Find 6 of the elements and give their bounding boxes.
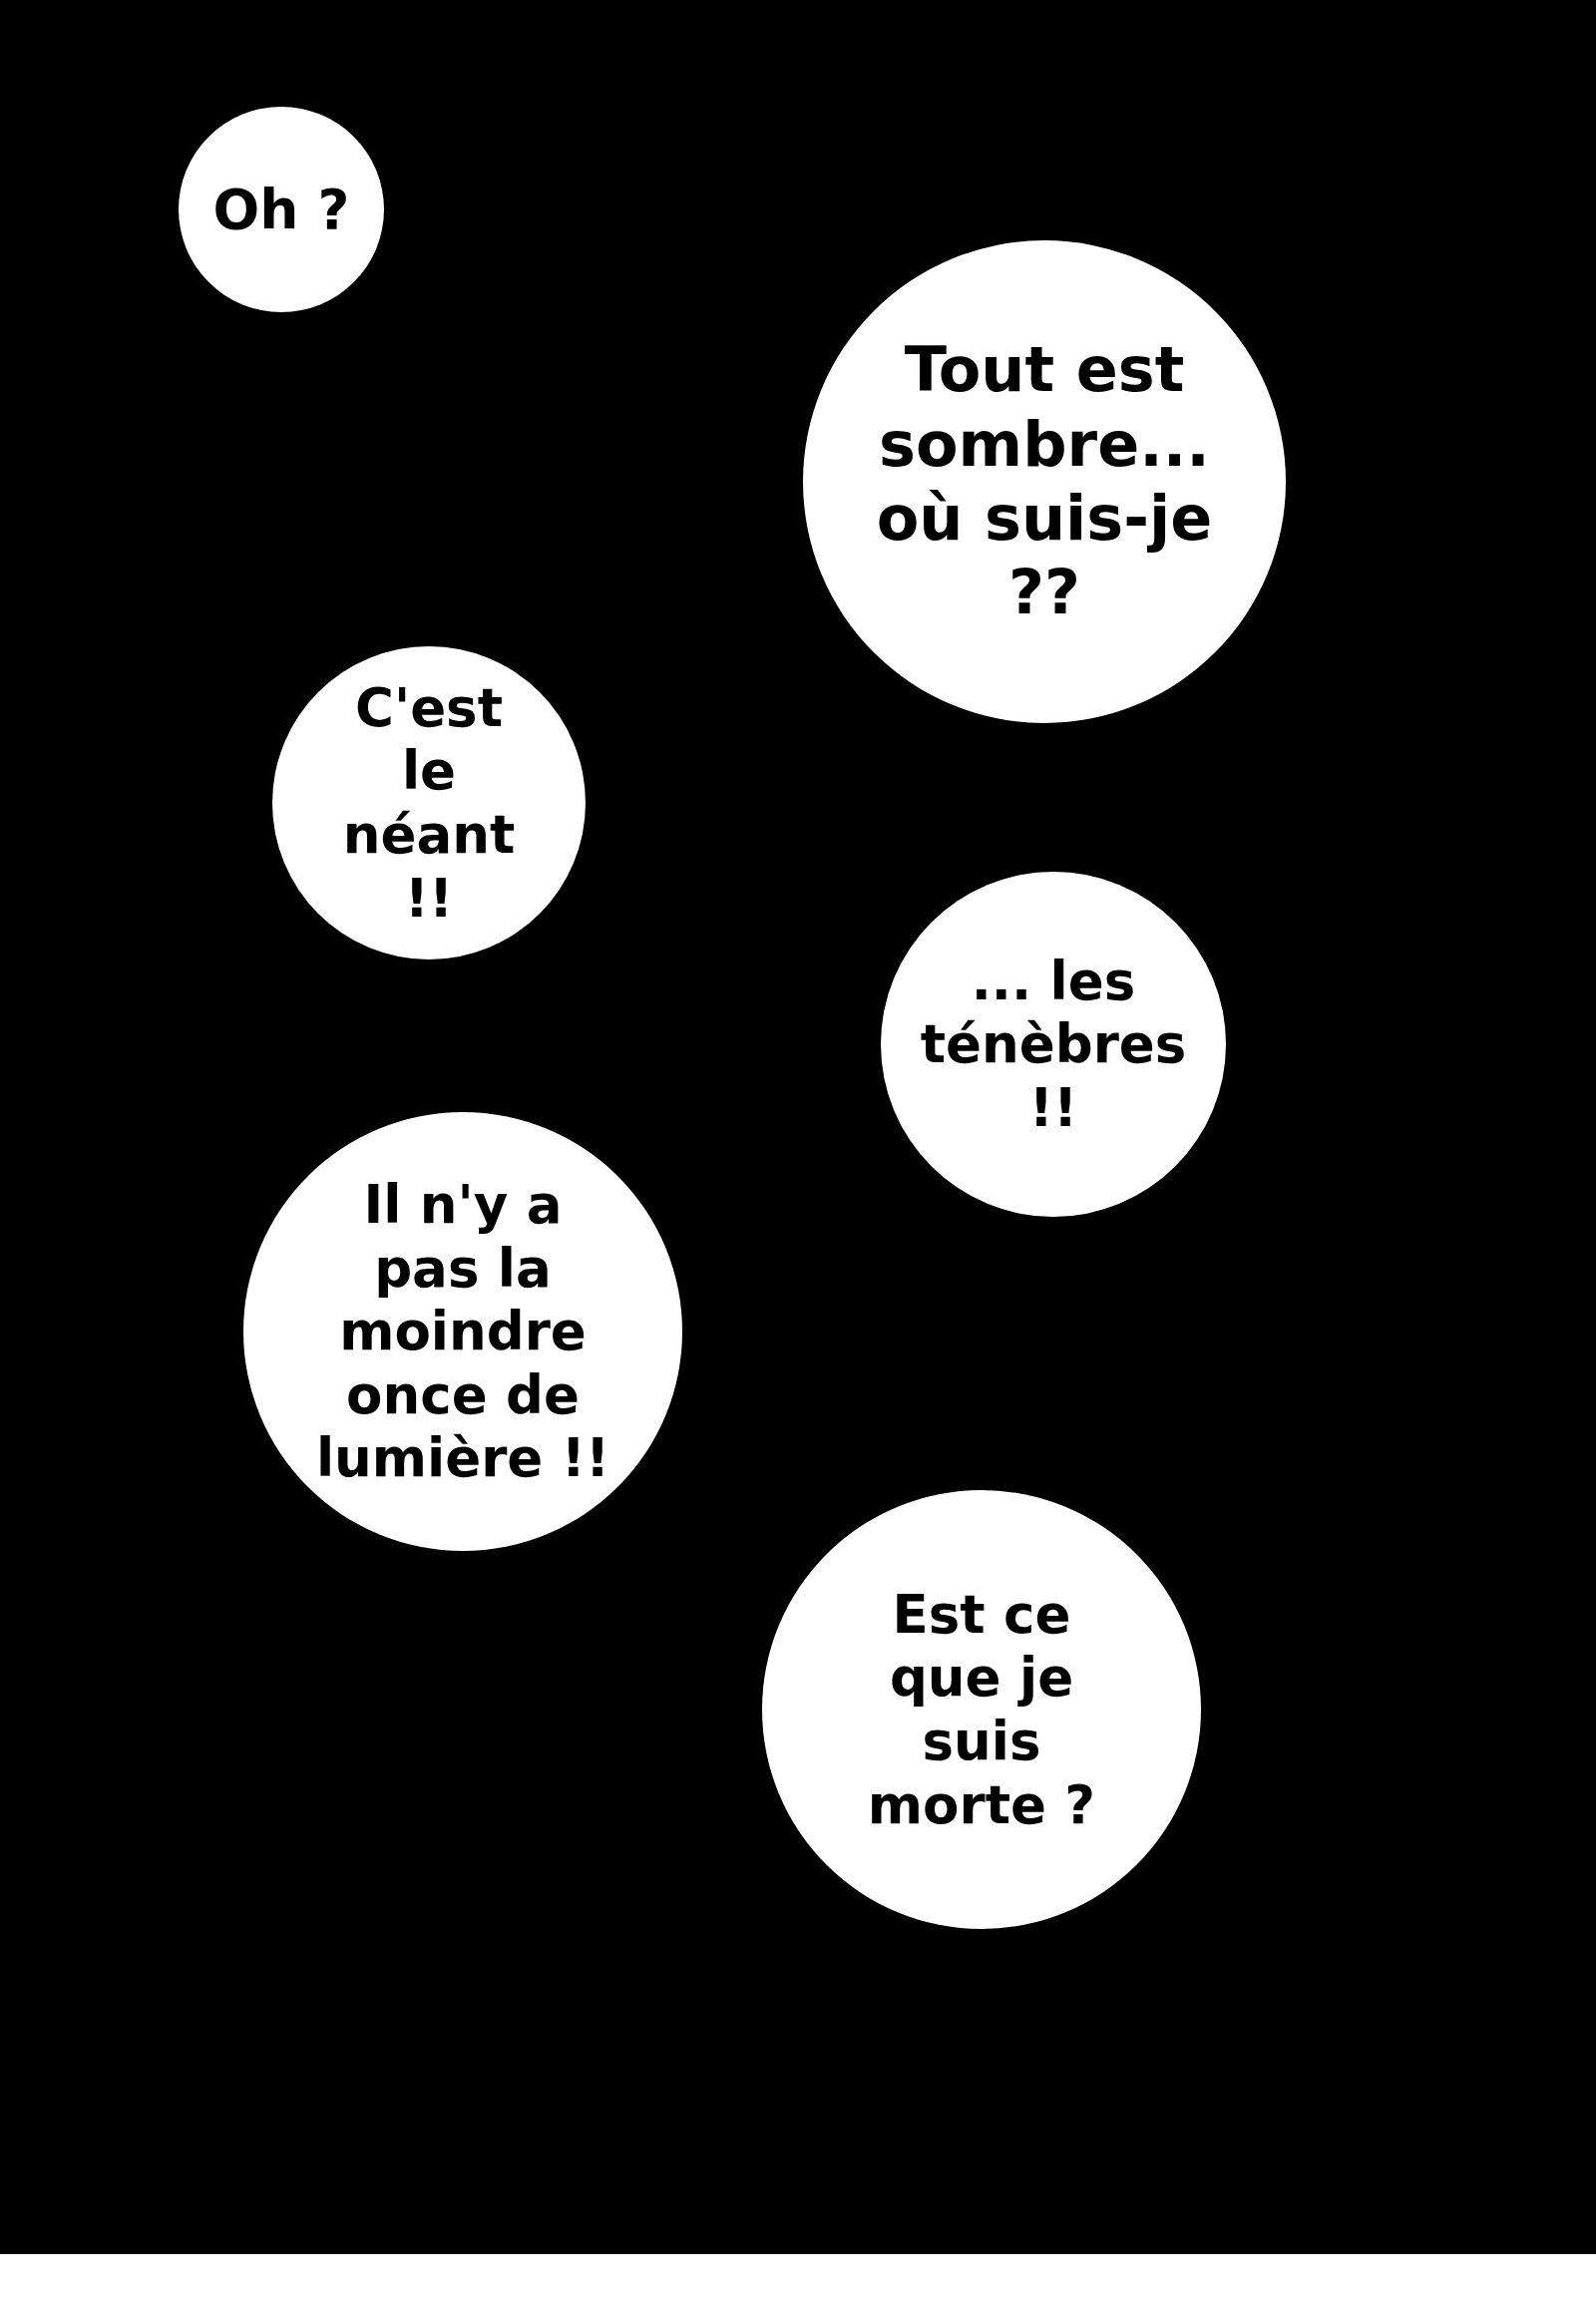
speech-text: Oh ?	[212, 177, 350, 242]
speech-text: Il n'y a pas la moindre once de lumière !!	[314, 1173, 611, 1490]
speech-text: Tout est sombre... où suis-je ??	[875, 333, 1214, 630]
speech-text: ... les ténèbres !!	[919, 949, 1188, 1140]
speech-text: C'est le néant !!	[341, 675, 517, 931]
speech-text: Est ce que je suis morte ?	[866, 1582, 1097, 1837]
